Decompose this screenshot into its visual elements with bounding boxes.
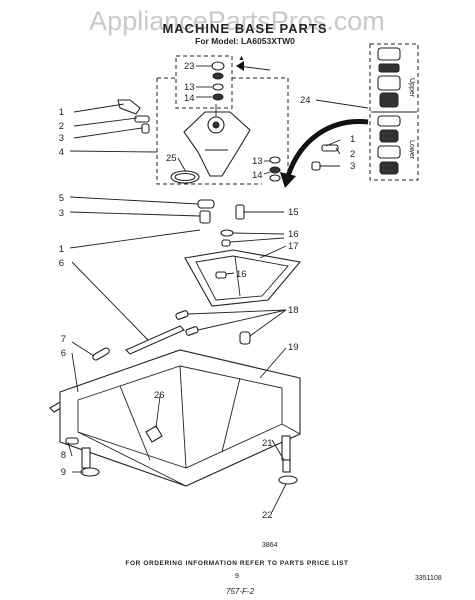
- callout: 4: [59, 147, 64, 158]
- callout: 16: [288, 229, 299, 240]
- callout: 3: [350, 161, 355, 172]
- kit-arrow: [285, 119, 369, 177]
- ordering-info: FOR ORDERING INFORMATION REFER TO PARTS …: [125, 560, 348, 567]
- leader-lines: [67, 65, 369, 513]
- callout: 25: [166, 153, 177, 164]
- page-number: 9: [235, 573, 239, 580]
- callout: 15: [288, 207, 299, 218]
- callout: 1: [59, 107, 64, 118]
- arrow-marker: ▲: [238, 55, 245, 62]
- callout: 7: [61, 334, 66, 345]
- callout: 14: [184, 93, 195, 104]
- callout: 6: [59, 258, 64, 269]
- doc-number: 3351108: [415, 575, 442, 582]
- callout-numbers: 1 2 3 4 5 3 1 6 7 6 8 9 23 13 14 24 1 2 …: [59, 61, 356, 521]
- machine-base-frame: [59, 349, 301, 487]
- base-tray: [184, 249, 302, 307]
- callout: 13: [184, 82, 195, 93]
- callout: 16: [236, 269, 247, 280]
- callout: 5: [59, 193, 64, 204]
- top-bearing-box: [175, 55, 233, 109]
- callout: 13: [252, 156, 263, 167]
- callout: 9: [61, 467, 66, 478]
- model-line: For Model: LA6053XTW0: [195, 36, 295, 46]
- callout: 23: [184, 61, 195, 72]
- figure-code: 3864: [262, 542, 278, 549]
- callout: 1: [59, 244, 64, 255]
- callout: 3: [59, 208, 64, 219]
- handwritten-note: 757-F-2: [226, 587, 255, 596]
- callout: 22: [262, 510, 273, 521]
- callout: 19: [288, 342, 299, 353]
- callout: 18: [288, 305, 299, 316]
- callout: 24: [300, 95, 311, 106]
- callout: 17: [288, 241, 299, 252]
- legend-upper-label: Upper: [408, 78, 415, 98]
- callout: 3: [59, 133, 64, 144]
- bearing-legend-box: Upper Lower: [369, 43, 419, 181]
- transmission-mount-box: [156, 77, 339, 185]
- callout: 6: [61, 348, 66, 359]
- legend-lower-label: Lower: [408, 140, 415, 160]
- watermark: AppliancePartsPros.com: [89, 6, 385, 36]
- diagram-title: MACHINE BASE PARTS: [162, 21, 327, 36]
- callout: 2: [350, 149, 355, 160]
- callout: 8: [61, 450, 66, 461]
- callout: 21: [262, 438, 273, 449]
- callout: 1: [350, 134, 355, 145]
- callout: 2: [59, 121, 64, 132]
- callout: 26: [154, 390, 165, 401]
- callout: 14: [252, 170, 263, 181]
